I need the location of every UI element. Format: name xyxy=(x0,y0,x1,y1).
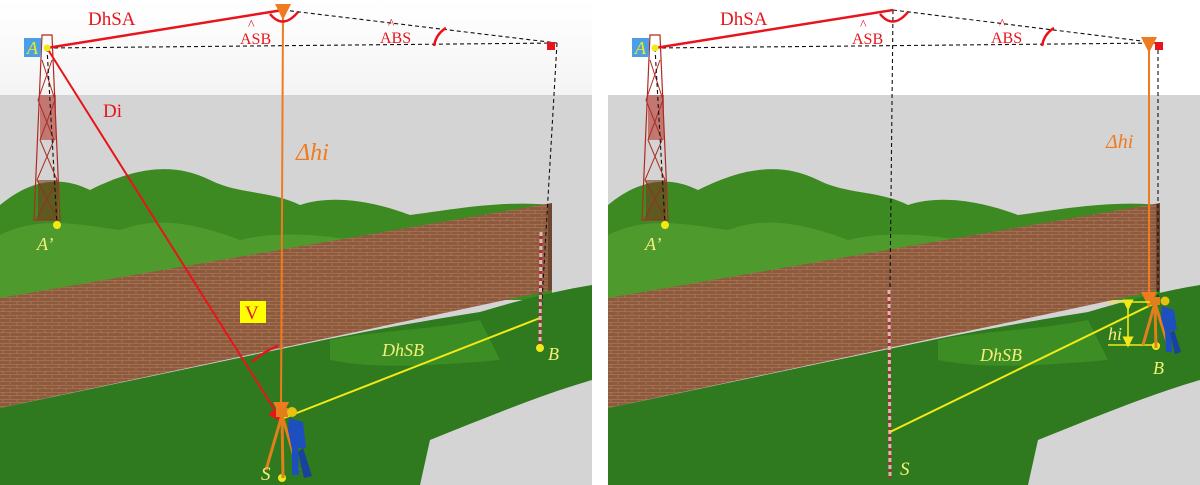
sky xyxy=(608,0,1200,95)
label-s: S xyxy=(261,464,271,485)
label-b: B xyxy=(1153,358,1164,378)
prism-pole-b xyxy=(538,231,543,346)
line-dhsa xyxy=(46,8,284,50)
line-dhsb xyxy=(283,317,541,419)
point-b-top-marker xyxy=(1155,42,1163,50)
label-asb: ASB xyxy=(240,31,271,48)
label-a-prime: A’ xyxy=(36,234,53,254)
scene-panel-right: A DhSA ASB ^ ABS ^ Δhi A’ DhSB hi B S xyxy=(608,0,1200,485)
label-delta-h: Δhi xyxy=(295,140,329,166)
label-a-prime: A’ xyxy=(644,234,661,254)
label-dhsb: DhSB xyxy=(381,340,424,360)
surveyor-with-total-station xyxy=(264,407,312,479)
point-a-badge xyxy=(632,38,649,57)
label-asb: ASB xyxy=(852,31,883,48)
label-delta-h: Δhi xyxy=(1105,131,1133,153)
label-dhsa: DhSA xyxy=(720,9,768,30)
line-dhsb xyxy=(889,302,1156,433)
grass-highlight xyxy=(330,320,500,366)
angle-arc-v xyxy=(251,344,279,363)
hat-asb: ^ xyxy=(860,18,867,33)
point-a-prime xyxy=(53,221,61,229)
scene-right-svg: A DhSA ASB ^ ABS ^ Δhi A’ DhSB hi B S xyxy=(608,0,1200,485)
angle-arc-asb xyxy=(879,11,909,23)
line-dhsa xyxy=(654,8,894,50)
label-v: V xyxy=(245,303,259,324)
point-a-badge xyxy=(24,38,41,57)
scene-panel-left: A DhSA ASB ^ ABS ^ Di Δhi A’ V DhSB B S xyxy=(0,0,592,485)
angle-arc-abs xyxy=(1040,26,1055,47)
tower xyxy=(33,34,61,221)
label-v-box xyxy=(240,301,266,323)
angle-arc-asb xyxy=(269,11,299,23)
label-di: Di xyxy=(103,101,122,122)
label-a: A xyxy=(634,38,647,58)
label-dhsb: DhSB xyxy=(979,345,1022,365)
ground-gap xyxy=(1028,380,1200,485)
label-abs: ABS xyxy=(991,30,1022,47)
ground-gap xyxy=(420,380,592,485)
hat-abs: ^ xyxy=(999,17,1006,32)
point-b xyxy=(536,344,544,352)
hat-abs: ^ xyxy=(388,17,395,32)
label-b: B xyxy=(548,344,559,364)
angle-arc-abs xyxy=(432,26,447,47)
label-s: S xyxy=(900,459,910,480)
grass-highlight xyxy=(938,320,1108,366)
label-hi: hi xyxy=(1108,324,1122,344)
point-a xyxy=(43,44,51,52)
wall-edge xyxy=(548,203,552,291)
label-a: A xyxy=(26,38,39,58)
point-b-top-marker xyxy=(547,42,555,50)
label-abs: ABS xyxy=(380,30,411,47)
prism-pole-s xyxy=(887,289,892,479)
surveyor-with-total-station xyxy=(1141,296,1181,354)
brick-wall xyxy=(608,203,1160,408)
arrow-delta-h xyxy=(273,3,292,418)
scene-left-svg: A DhSA ASB ^ ABS ^ Di Δhi A’ V DhSB B S xyxy=(0,0,592,485)
point-a xyxy=(651,44,659,52)
hat-asb: ^ xyxy=(248,18,255,33)
label-dhsa: DhSA xyxy=(88,9,136,30)
line-di xyxy=(46,47,284,424)
point-a-prime xyxy=(661,221,669,229)
